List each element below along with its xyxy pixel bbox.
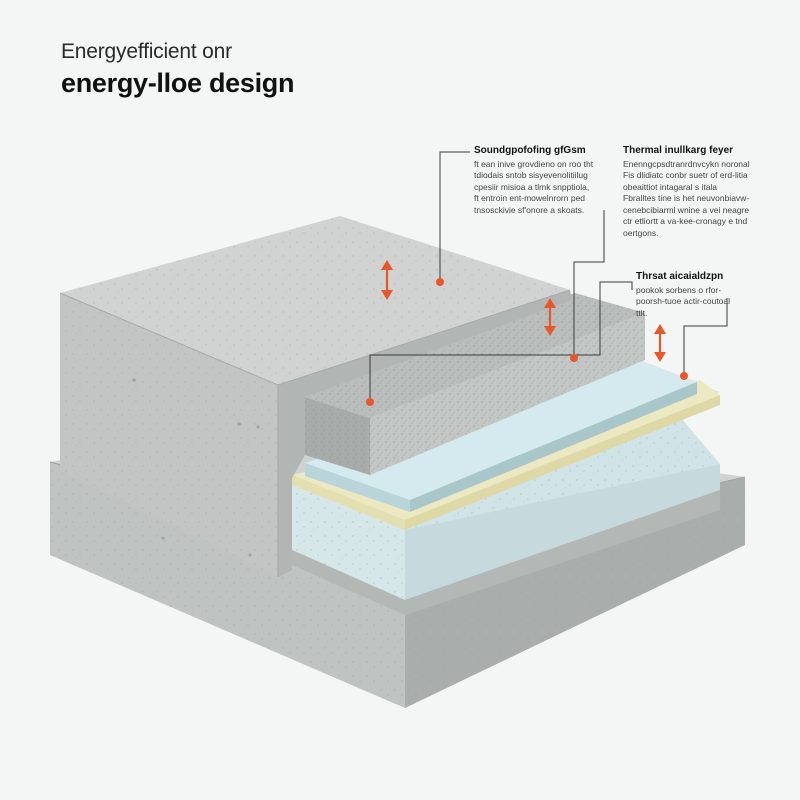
callout-line: cpesiir misioa a tlmk snpptiola, — [474, 181, 590, 192]
callout-line: poorsh-tuoe actir-coutoal — [636, 296, 731, 307]
vertical-double-arrow-icon — [381, 260, 393, 300]
callout-line: ft ean inive grovdieno on roo tht — [474, 159, 594, 169]
callout-line: ttlt. — [636, 307, 648, 318]
callout-line: Fbralltes tine is het neuvonbiavw- — [623, 193, 750, 204]
marker-dot-icon — [436, 278, 444, 286]
callout-heading: Soundgpofofing gfGsm — [474, 145, 586, 156]
callout-heading: Thermal inullkarg feyer — [623, 145, 734, 156]
header: Energyefficient onr energy-lloe design — [61, 40, 294, 99]
thermal-board-layer — [305, 360, 697, 512]
vertical-double-arrow-icon — [544, 298, 556, 336]
callout-line: oertgons. — [623, 227, 659, 238]
marker-dot-icon — [680, 372, 688, 380]
callout-line: obeaittiot intagaral s itala — [623, 181, 718, 192]
callout-heading: Thrsat aicaialdzpn — [636, 271, 724, 282]
callout-line: tdiodais sntob sisyevenolitiilug — [474, 170, 588, 181]
diagram-title: energy-lloe design — [61, 68, 295, 98]
form-tie-holes — [132, 378, 260, 557]
callout-line: tnsosckivie sf'onore a skoats. — [474, 204, 585, 215]
leader-lines — [369, 151, 728, 402]
callout-sound-proofing: Soundgpofofing gfGsm ft ean inive grovdi… — [474, 145, 619, 216]
marker-dots — [366, 278, 688, 406]
vertical-double-arrow-icon — [654, 324, 666, 362]
marker-dot-icon — [366, 398, 374, 406]
callout-line: pookok sorbens o rfor- — [636, 285, 722, 295]
callout-thermal-insulating-layer: Thermal inullkarg feyer Enenngcpsdtranrd… — [623, 145, 773, 239]
callout-line: Fis dlidiatc conbr suetr of erd-litia — [623, 170, 748, 181]
concrete-block — [59, 216, 572, 577]
callout-line: ctr etliortt a va-kee-cronagy e tnd — [623, 216, 748, 227]
callout-thermal-insulation: Thrsat aicaialdzpn pookok sorbens o rfor… — [636, 271, 771, 319]
callout-line: cenebcibiarml wnine a vei neagre — [623, 204, 750, 215]
diagram-subtitle: Energyefficient onr — [61, 40, 232, 63]
callout-line: Enenngcpsdtranrdnvcykn noronal — [623, 159, 750, 169]
marker-dot-icon — [570, 354, 578, 362]
callout-line: ft entroin ent-mowelnrorn ped — [474, 193, 586, 204]
